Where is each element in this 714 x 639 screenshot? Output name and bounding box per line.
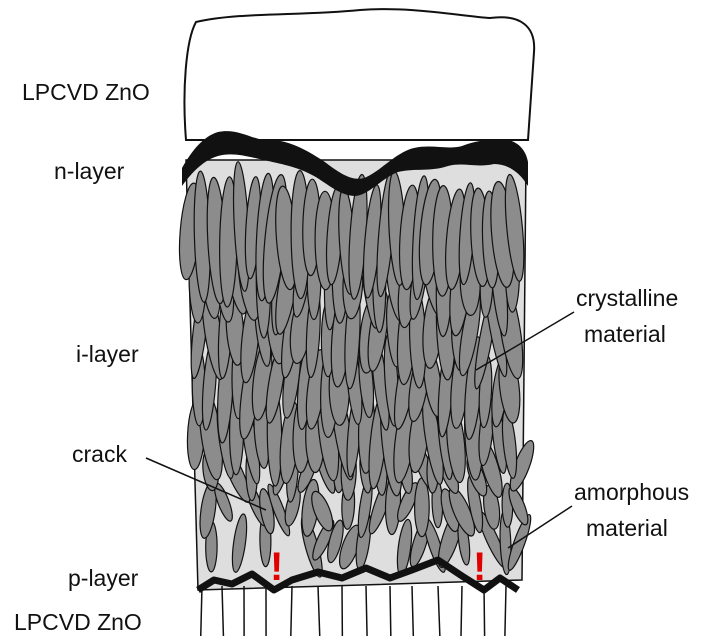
zno-column-line (222, 586, 223, 636)
label-amorphous-line1: amorphous (574, 479, 689, 505)
label-p-layer: p-layer (68, 565, 139, 591)
label-crystalline-line2: material (584, 321, 666, 347)
label-crystalline-line1: crystalline (576, 285, 678, 311)
zno-column-line (318, 586, 320, 636)
bottom-zno-columns (201, 586, 506, 636)
label-amorphous-line2: material (586, 515, 668, 541)
crack-marker-left: ! (270, 545, 283, 589)
zno-column-line (438, 586, 440, 636)
label-n-layer: n-layer (54, 158, 125, 184)
label-bottom-lpcvd-zno: LPCVD ZnO (14, 609, 142, 635)
zno-column-line (461, 586, 462, 636)
zno-column-line (484, 586, 485, 636)
zno-column-line (505, 586, 506, 636)
zno-column-line (366, 586, 367, 636)
label-crack: crack (72, 441, 127, 467)
zno-column-line (412, 586, 413, 636)
label-top-lpcvd-zno: LPCVD ZnO (22, 79, 150, 105)
top-zno-layer (184, 9, 534, 140)
crack-marker-right: ! (473, 545, 486, 589)
label-i-layer: i-layer (76, 341, 139, 367)
zno-column-line (201, 586, 202, 636)
zno-column-line (291, 586, 292, 636)
zno-column-line (390, 586, 391, 636)
